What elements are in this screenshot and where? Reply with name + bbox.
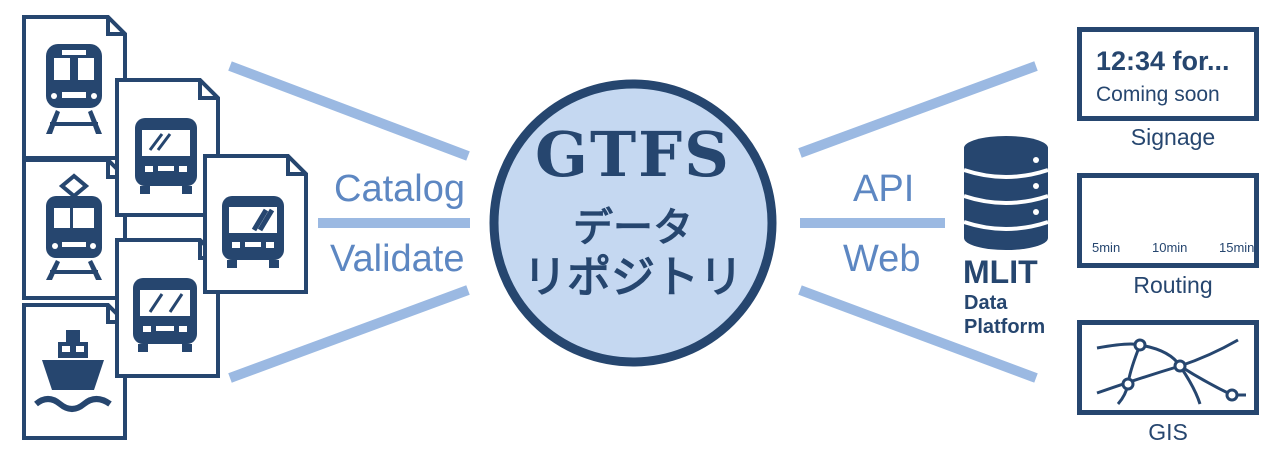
bus-icon bbox=[222, 196, 284, 268]
train-icon bbox=[46, 44, 102, 134]
repository-circle bbox=[489, 79, 777, 367]
gtfs-title: GTFS bbox=[535, 118, 731, 191]
signage-time-text: 12:34 for... bbox=[1096, 46, 1230, 76]
routing-panel: 5min 10min 15min bbox=[1077, 173, 1259, 268]
repository-subtitle-line2: リポジトリ bbox=[523, 252, 743, 303]
platform-name: MLIT bbox=[963, 254, 1038, 290]
signage-status-text: Coming soon bbox=[1096, 83, 1220, 106]
repository-subtitle-line1: データ bbox=[573, 205, 693, 251]
catalog-label: Catalog bbox=[334, 168, 465, 210]
walk-time: 5min bbox=[1092, 240, 1121, 255]
gis-panel bbox=[1077, 320, 1259, 415]
right-connectors bbox=[798, 61, 1038, 383]
connector-right-top bbox=[798, 61, 1038, 158]
bus-time: 10min bbox=[1152, 240, 1188, 255]
train-time: 15min bbox=[1219, 240, 1255, 255]
platform-line2: Platform bbox=[964, 316, 1046, 338]
database-icon bbox=[963, 136, 1049, 250]
platform-line1: Data bbox=[964, 292, 1008, 314]
ship-icon bbox=[34, 330, 112, 412]
map-icon bbox=[1096, 338, 1246, 405]
validate-label: Validate bbox=[330, 238, 465, 280]
signage-caption: Signage bbox=[1130, 124, 1216, 150]
api-label: API bbox=[853, 168, 915, 210]
connector-left-top bbox=[228, 61, 470, 161]
connector-right-bottom bbox=[798, 285, 1038, 383]
tram-icon bbox=[46, 173, 102, 280]
bus-icon bbox=[133, 278, 197, 352]
signage-panel: 12:34 for... Coming soon bbox=[1077, 27, 1259, 121]
bus-icon bbox=[135, 118, 197, 194]
gis-caption: GIS bbox=[1148, 419, 1188, 445]
web-label: Web bbox=[843, 238, 921, 280]
connector-left-bottom bbox=[228, 285, 470, 383]
left-connectors bbox=[228, 61, 470, 383]
routing-caption: Routing bbox=[1133, 272, 1213, 298]
